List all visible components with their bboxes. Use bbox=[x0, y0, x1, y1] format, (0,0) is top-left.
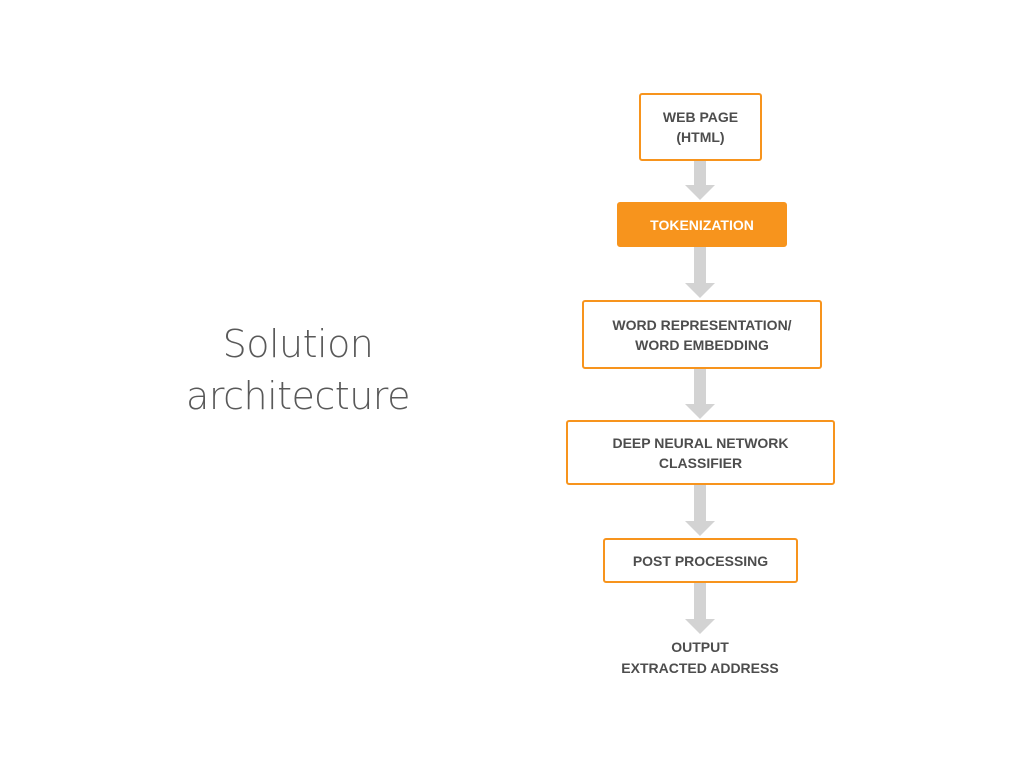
slide-title-line-2: architecture bbox=[186, 374, 410, 418]
node-word-representation-line-1: WORD REPRESENTATION/ bbox=[612, 316, 792, 333]
output-line-1: OUTPUT bbox=[671, 639, 729, 655]
output-label: OUTPUT EXTRACTED ADDRESS bbox=[560, 637, 840, 679]
arrow-3 bbox=[685, 369, 715, 419]
node-word-representation-line-2: WORD EMBEDDING bbox=[635, 336, 769, 353]
node-deep-neural-network-line-2: CLASSIFIER bbox=[658, 454, 743, 471]
node-word-representation: WORD REPRESENTATION/ WORD EMBEDDING bbox=[582, 300, 822, 369]
node-web-page-line-1: WEB PAGE bbox=[662, 109, 739, 125]
arrow-4 bbox=[685, 485, 715, 536]
node-web-page: WEB PAGE (HTML) bbox=[639, 93, 762, 161]
node-tokenization-label: TOKENIZATION bbox=[650, 216, 754, 233]
node-tokenization: TOKENIZATION bbox=[617, 202, 787, 247]
arrow-2 bbox=[685, 247, 715, 298]
node-deep-neural-network: DEEP NEURAL NETWORK CLASSIFIER bbox=[566, 420, 835, 485]
slide-title: Solution architecture bbox=[150, 318, 446, 422]
node-deep-neural-network-line-1: DEEP NEURAL NETWORK bbox=[612, 434, 789, 451]
slide-title-line-1: Solution bbox=[222, 322, 374, 366]
node-post-processing-label: POST PROCESSING bbox=[632, 552, 769, 569]
node-post-processing: POST PROCESSING bbox=[603, 538, 798, 583]
arrow-5 bbox=[685, 583, 715, 634]
node-web-page-line-2: (HTML) bbox=[676, 129, 725, 145]
output-line-2: EXTRACTED ADDRESS bbox=[621, 660, 779, 676]
arrow-1 bbox=[685, 161, 715, 200]
